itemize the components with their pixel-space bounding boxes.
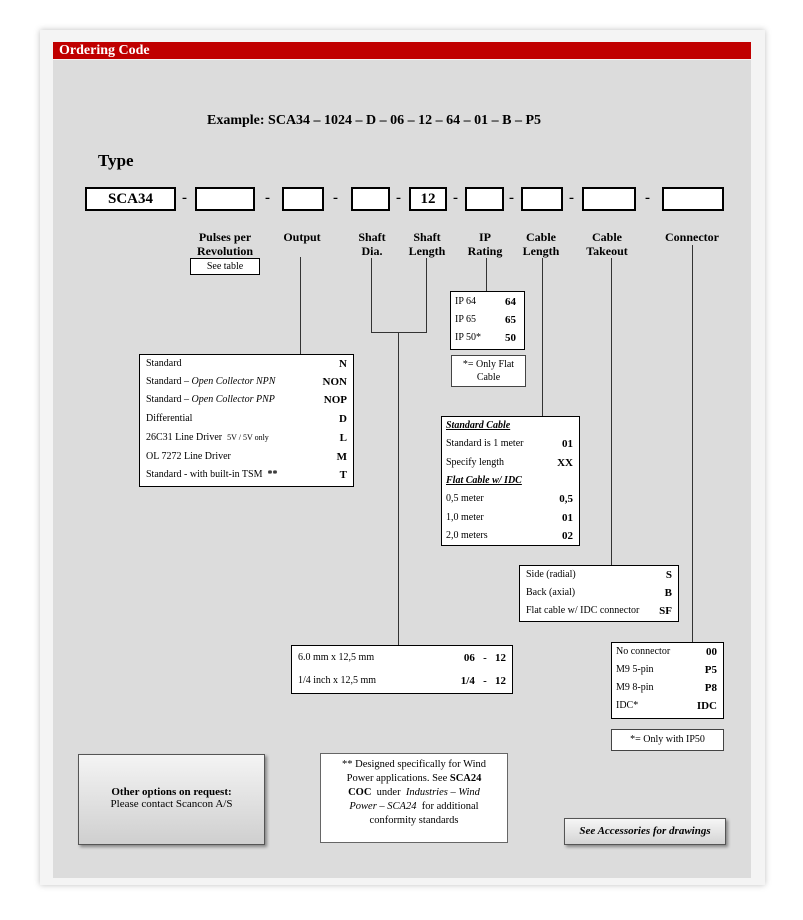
other-options-text: Please contact Scancon A/S [110,798,233,810]
shaft-dia-box [351,187,390,211]
code-dash: - [265,190,270,206]
shaft-dia-line [371,258,372,332]
label-connector: Connector [665,230,719,244]
cable-length-box [521,187,563,211]
cable-heading: Flat Cable w/ IDC [446,475,522,486]
takeout-row: Side (radial)S [526,569,672,581]
wind-note-line: COC under Industries – Wind [348,787,480,798]
type-label: Type [98,151,134,170]
ip-line [486,258,487,292]
connector-row: IDC*IDC [616,700,717,712]
connector-line [692,245,693,643]
example-code: Example: SCA34 – 1024 – D – 06 – 12 – 64… [207,113,542,128]
wind-note-line: Power – SCA24 for additional [349,801,479,812]
section-header: Ordering Code [53,42,751,59]
code-dash: - [453,190,458,206]
takeout-row: Back (axial)B [526,587,672,599]
output-connector-line [300,257,301,354]
cable-heading: Standard Cable [446,420,511,431]
code-dash: - [182,190,187,206]
code-dash: - [569,190,574,206]
label-shaft-length: Shaft Length [408,230,446,258]
takeout-table: Side (radial)S Back (axial)B Flat cable … [519,565,679,622]
see-table-note: See table [190,258,260,275]
output-row: Standard - with built-in TSM **T [146,469,347,481]
wind-note-line: conformity standards [369,815,459,826]
pulses-box [195,187,255,211]
wind-power-note: ** Designed specifically for Wind Power … [320,753,508,843]
label-shaft-dia: Shaft Dia. [358,230,386,258]
shaft-length-box: 12 [409,187,447,211]
takeout-line [611,258,612,565]
wind-note-line: ** Designed specifically for Wind [341,759,486,770]
ip-row: IP 50*50 [455,332,516,344]
ip-footnote: *= Only Flat Cable [451,355,526,387]
connector-box [662,187,724,211]
shaft-drop-line [398,332,399,646]
label-cable-length: Cable Length [522,230,560,258]
connector-footnote: *= Only with IP50 [611,729,724,751]
other-options-box: Other options on request: Please contact… [78,754,265,845]
label-pulses: Pulses per Revolution [196,230,253,258]
code-dash: - [396,190,401,206]
model-box: SCA34 [85,187,176,211]
label-cable-takeout: Cable Takeout [586,230,628,258]
shaft-join-line [371,332,427,333]
wind-note-line: Power applications. See SCA24 [346,773,482,784]
label-ip-rating: IP Rating [467,230,503,258]
code-dash: - [645,190,650,206]
cable-length-line [542,258,543,417]
output-box [282,187,324,211]
shaft-length-line [426,258,427,332]
code-dash: - [509,190,514,206]
ip-box [465,187,504,211]
other-options-title: Other options on request: [111,786,232,798]
cable-takeout-box [582,187,636,211]
label-output: Output [283,230,321,244]
accessories-link[interactable]: See Accessories for drawings [564,818,726,845]
code-dash: - [333,190,338,206]
